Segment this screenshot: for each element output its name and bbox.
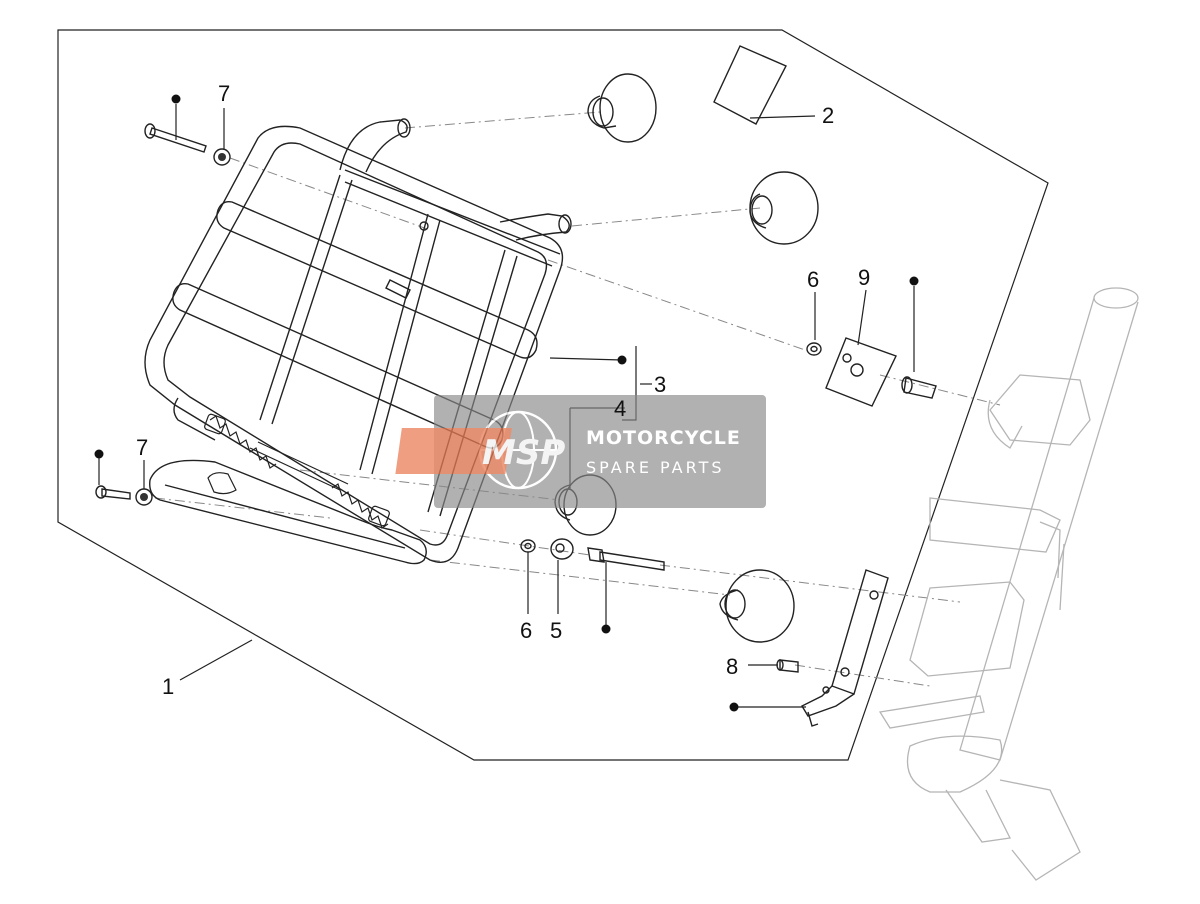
callout-2: 2 [822, 103, 834, 128]
callouts: 1 2 3 4 5 6 6 7 7 8 9 [136, 81, 870, 699]
callout-7-lower: 7 [136, 435, 148, 460]
mounting-bracket [801, 569, 889, 727]
bullet-markers [94, 94, 919, 712]
rubber-mount-top [587, 73, 657, 143]
bolt-center [587, 547, 665, 571]
kit-boundary [57, 29, 1049, 761]
watermark-box [434, 395, 766, 508]
part-7-nut-upper [213, 148, 231, 166]
watermark: MSP MOTORCYCLE SPARE PARTS [395, 395, 766, 508]
callout-7-upper: 7 [218, 81, 230, 106]
watermark-subtitle: SPARE PARTS [586, 458, 725, 477]
callout-9: 9 [858, 265, 870, 290]
part-9-plate [825, 337, 897, 407]
steering-column-context [878, 287, 1139, 881]
part-7-nut-lower [135, 488, 153, 506]
watermark-title: MOTORCYCLE [586, 427, 741, 449]
part-6-washer-upper [806, 342, 822, 356]
part-8-screw [776, 659, 799, 673]
callout-6-lower: 6 [520, 618, 532, 643]
part-2-label-sheet [713, 45, 787, 125]
watermark-logo: MSP [482, 433, 565, 473]
rubber-mount-lower [719, 569, 795, 643]
callout-8: 8 [726, 654, 738, 679]
bolt-lower-left [95, 485, 131, 500]
bolt-upper-left [144, 123, 207, 153]
callout-1: 1 [162, 674, 174, 699]
bolt-right [901, 376, 937, 399]
callout-6-upper: 6 [807, 267, 819, 292]
rack-spring-left [204, 413, 277, 469]
callout-3: 3 [654, 372, 666, 397]
part-5-washer [550, 538, 574, 560]
callout-5: 5 [550, 618, 562, 643]
callout-4: 4 [614, 396, 626, 421]
rack-spring-right [331, 483, 390, 529]
rubber-mount-upper [749, 171, 819, 245]
